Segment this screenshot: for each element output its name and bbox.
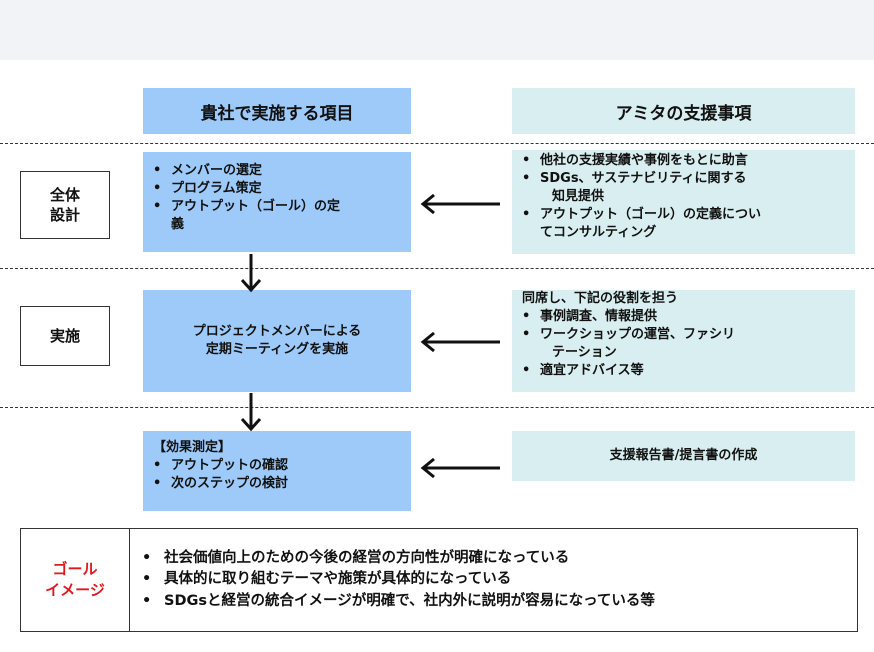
phase-label-design: 全体 設計 bbox=[20, 171, 110, 239]
goal-item: 社会価値向上のための今後の経営の方向性が明確になっている bbox=[138, 548, 655, 569]
goal-list: 社会価値向上のための今後の経営の方向性が明確になっている 具体的に取り組むテーマ… bbox=[130, 529, 857, 631]
list-item: ワークショップの運営、ファシリ bbox=[518, 326, 849, 344]
goal-label-line: ゴール bbox=[52, 560, 98, 578]
text-line: プロジェクトメンバーによる bbox=[192, 324, 362, 340]
list-item: テーション bbox=[552, 344, 617, 360]
goal-label: ゴール イメージ bbox=[21, 529, 130, 631]
header-amita-support: アミタの支援事項 bbox=[512, 88, 855, 134]
goal-item: 具体的に取り組むテーマや施策が具体的になっている bbox=[138, 569, 655, 590]
left-arrow-icon bbox=[420, 457, 500, 479]
list-item: 事例調査、情報提供 bbox=[518, 308, 849, 326]
client-box-execution: プロジェクトメンバーによる 定期ミーティングを実施 bbox=[143, 290, 411, 392]
divider-2 bbox=[0, 268, 874, 269]
phase-label-execution: 実施 bbox=[20, 306, 110, 366]
top-band bbox=[0, 0, 874, 60]
header-client-items: 貴社で実施する項目 bbox=[143, 88, 411, 134]
phase-label-line: 実施 bbox=[49, 326, 80, 345]
list-item: メンバーの選定 bbox=[149, 162, 405, 180]
goal-item: SDGsと経営の統合イメージが明確で、社内外に説明が容易になっている等 bbox=[138, 591, 655, 612]
phase-label-line: 設計 bbox=[49, 206, 80, 224]
list-item: 義 bbox=[171, 216, 185, 232]
down-arrow-icon bbox=[240, 254, 262, 293]
goal-label-line: イメージ bbox=[45, 581, 105, 599]
phase-label-line: 全体 bbox=[49, 185, 80, 204]
divider-1 bbox=[0, 143, 874, 144]
list-item: 知見提供 bbox=[552, 188, 605, 204]
amita-box-design: 他社の支援実績や事例をもとに助言 SDGs、サステナビリティに関する 知見提供 … bbox=[512, 150, 855, 254]
list-item: 次のステップの検討 bbox=[149, 475, 405, 493]
list-item: てコンサルティング bbox=[540, 224, 657, 240]
down-arrow-icon bbox=[240, 393, 262, 432]
list-item: 適宜アドバイス等 bbox=[518, 362, 849, 380]
list-item: アウトプット（ゴール）の定義につい bbox=[518, 206, 849, 224]
list-item: アウトプット（ゴール）の定 bbox=[149, 198, 405, 216]
list-item: プログラム策定 bbox=[149, 180, 405, 198]
amita-box-evaluation: 支援報告書/提言書の作成 bbox=[512, 431, 855, 481]
left-arrow-icon bbox=[420, 193, 500, 215]
divider-3 bbox=[0, 407, 874, 408]
box-heading: 【効果測定】 bbox=[153, 440, 232, 455]
list-item: 他社の支援実績や事例をもとに助言 bbox=[518, 152, 849, 170]
text-line: 定期ミーティングを実施 bbox=[205, 342, 349, 357]
box-heading: 同席し、下記の役割を担う bbox=[522, 291, 679, 306]
list-item: アウトプットの確認 bbox=[149, 457, 405, 475]
goal-image-box: ゴール イメージ 社会価値向上のための今後の経営の方向性が明確になっている 具体… bbox=[20, 528, 858, 632]
list-item: SDGs、サステナビリティに関する bbox=[518, 170, 849, 188]
client-box-design: メンバーの選定 プログラム策定 アウトプット（ゴール）の定 義 bbox=[143, 152, 411, 252]
amita-box-execution: 同席し、下記の役割を担う 事例調査、情報提供 ワークショップの運営、ファシリ テ… bbox=[512, 290, 855, 392]
client-box-evaluation: 【効果測定】 アウトプットの確認 次のステップの検討 bbox=[143, 431, 411, 511]
left-arrow-icon bbox=[420, 331, 500, 353]
